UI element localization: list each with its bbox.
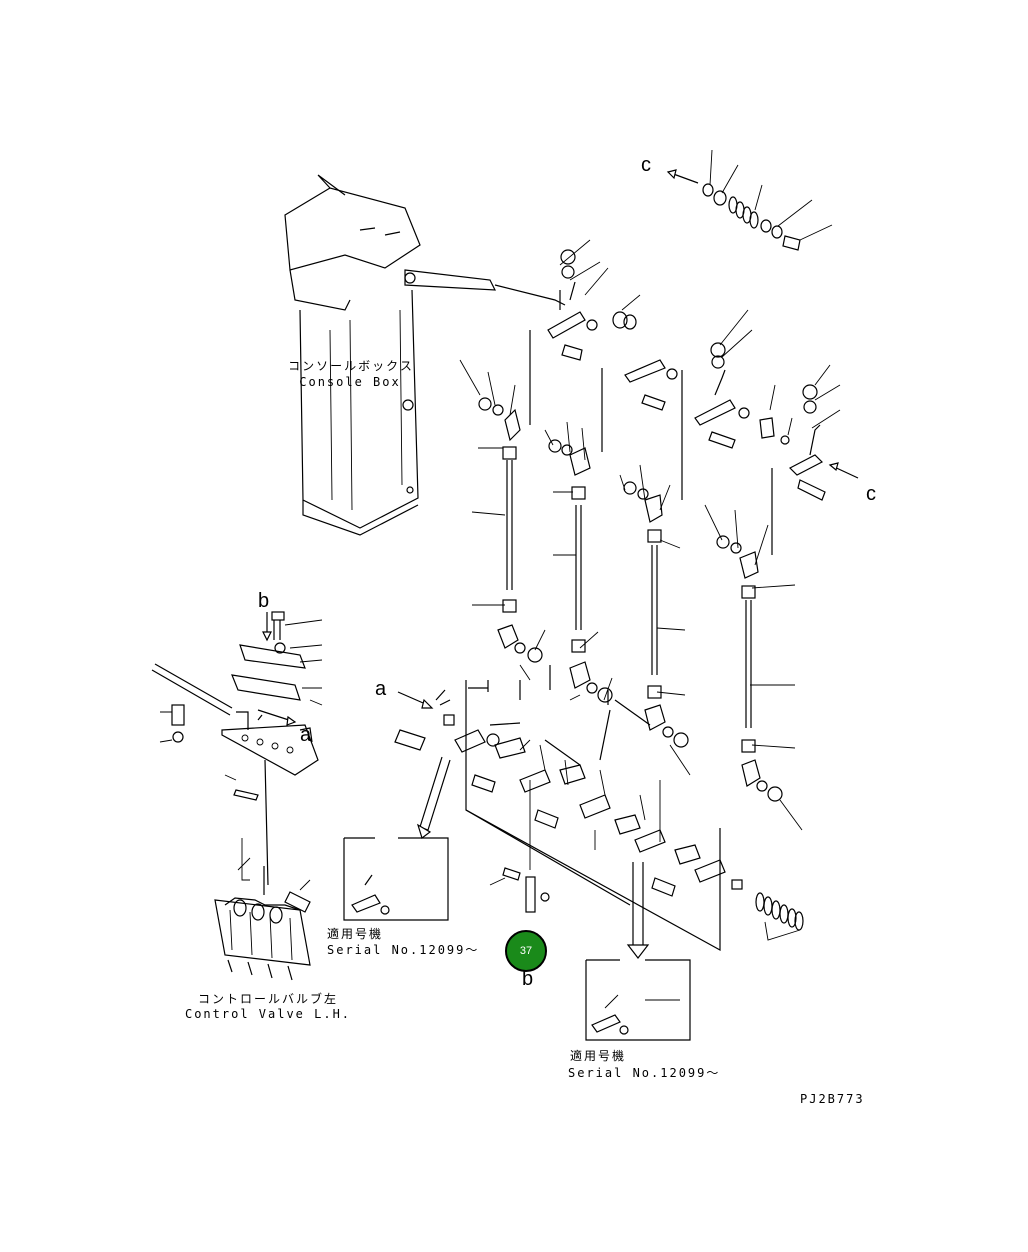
reference-letter-c-top: c [641,154,651,176]
inset-box-1 [343,756,451,921]
console-box-label-jp: コンソールボックス [288,359,414,373]
right-linkage [788,364,859,501]
console-box-label-en: Console Box [299,375,401,389]
reference-letter-a-left: a [375,678,387,700]
left-bracket [151,611,323,886]
console-box [284,174,566,536]
serial-label-en-1: Serial No.12099～ [327,943,480,957]
control-valve-label-jp: コントロールバルブ左 [197,992,339,1006]
serial-label-en-2: Serial No.12099～ [568,1066,721,1080]
drawing-code: PJ2B773 [800,1092,865,1106]
rod-1 [478,397,543,663]
lower-assembly [394,665,743,952]
callout-number: 37 [519,945,533,957]
rod-3 [623,481,689,748]
springs [755,892,804,941]
c-linkage-parts [666,149,833,251]
upper-cross-linkage [529,239,793,555]
callout-badge[interactable]: 37 [505,930,547,972]
inset-box-2 [585,862,691,1041]
leader-lines [459,359,803,831]
serial-label-jp-2: 適用号機 [570,1049,627,1063]
control-valve [214,838,311,981]
direction-arrows [263,691,434,895]
rod-2 [548,439,613,703]
reference-letter-b-top: b [258,590,270,612]
reference-letter-c-right: c [866,483,876,505]
reference-letter-b-bottom: b [522,968,534,990]
serial-label-jp-1: 適用号機 [327,927,384,941]
reference-letter-a-mid: a [300,724,312,746]
rod-4 [716,535,783,802]
control-valve-label-en: Control Valve L.H. [184,1007,352,1021]
